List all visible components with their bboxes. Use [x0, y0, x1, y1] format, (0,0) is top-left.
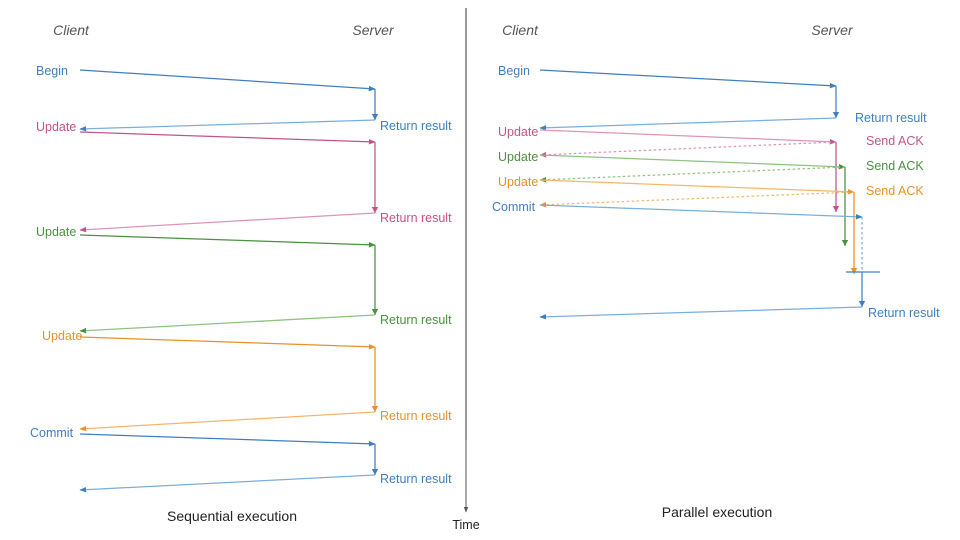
activation-end-arrowhead: [371, 406, 379, 412]
send-ack-label: Send ACK: [866, 134, 924, 148]
begin-reply-label: Return result: [855, 111, 927, 125]
commit-reply-arrow: [539, 306, 863, 320]
begin-reply-arrow: [539, 117, 837, 131]
update-activation-end-arrowhead: [841, 240, 849, 246]
time-axis: Time: [452, 440, 480, 532]
update-label: Update: [498, 175, 538, 189]
reply-label: Return result: [380, 409, 452, 423]
update-request-arrow: [539, 179, 855, 195]
commit-request-arrow: [539, 204, 863, 220]
update-activation-end-arrowhead: [832, 206, 840, 212]
panel-caption-parallel: Parallel execution: [662, 504, 773, 520]
reply-label: Return result: [380, 313, 452, 327]
update-label: Update: [498, 125, 538, 139]
request-arrow: [79, 433, 376, 447]
reply-label: Return result: [380, 472, 452, 486]
commit-reply-label: Return result: [868, 306, 940, 320]
begin-activation-end-arrowhead: [832, 112, 840, 118]
send-ack-arrow: [539, 166, 846, 183]
reply-label: Return result: [380, 119, 452, 133]
update-request-arrow: [539, 154, 846, 170]
request-arrow: [79, 234, 376, 248]
activation-end-arrowhead: [371, 114, 379, 120]
send-ack-arrow: [539, 191, 855, 208]
actor-label-server: Server: [811, 22, 854, 38]
reply-arrow: [79, 119, 376, 132]
request-label: Commit: [30, 426, 74, 440]
time-axis-label: Time: [452, 518, 479, 532]
actor-label-server: Server: [352, 22, 395, 38]
reply-arrow: [79, 411, 376, 432]
panel-caption-sequential: Sequential execution: [167, 508, 297, 524]
send-ack-label: Send ACK: [866, 159, 924, 173]
reply-label: Return result: [380, 211, 452, 225]
activation-end-arrowhead: [371, 469, 379, 475]
request-label: Update: [36, 120, 76, 134]
reply-arrow: [79, 474, 376, 493]
send-ack-arrow: [539, 141, 837, 158]
commit-label: Commit: [492, 200, 536, 214]
actor-label-client: Client: [53, 22, 90, 38]
request-arrow: [79, 131, 376, 145]
update-activation-end-arrowhead: [850, 268, 858, 274]
activation-end-arrowhead: [371, 309, 379, 315]
request-label: Update: [42, 329, 82, 343]
begin-request-arrow: [539, 69, 837, 89]
request-label: Update: [36, 225, 76, 239]
reply-arrow: [79, 212, 376, 233]
actor-label-client: Client: [502, 22, 539, 38]
request-arrow: [79, 336, 376, 350]
reply-arrow: [79, 314, 376, 334]
request-arrow: [79, 69, 376, 92]
send-ack-label: Send ACK: [866, 184, 924, 198]
commit-activation-end-arrowhead: [858, 301, 866, 307]
update-request-arrow: [539, 129, 837, 145]
update-label: Update: [498, 150, 538, 164]
request-label: Begin: [36, 64, 68, 78]
begin-label: Begin: [498, 64, 530, 78]
activation-end-arrowhead: [371, 207, 379, 213]
